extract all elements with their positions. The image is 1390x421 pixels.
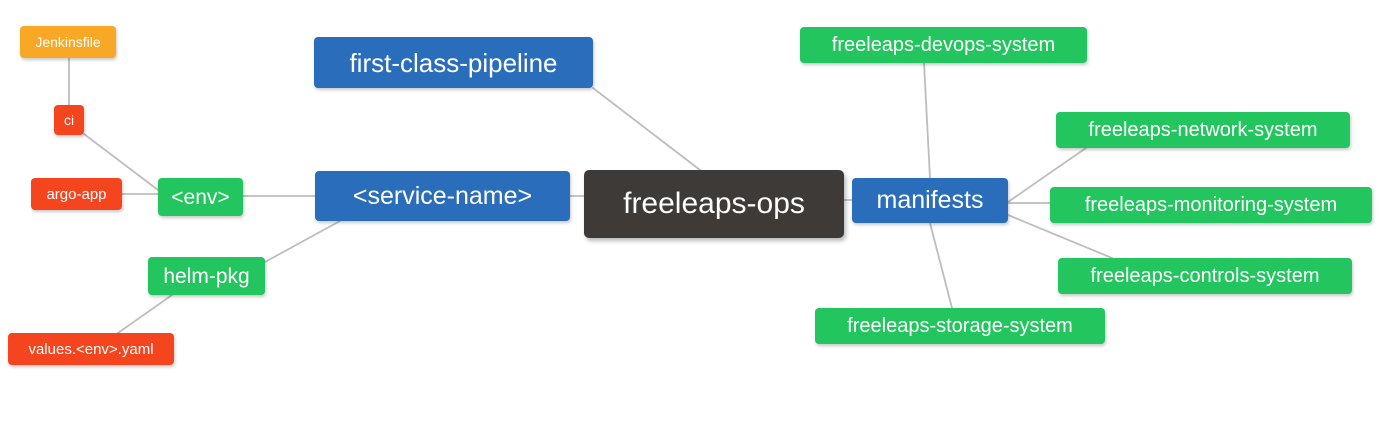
node-argo-app[interactable]: argo-app — [31, 178, 122, 210]
node-freeleaps-ops[interactable]: freeleaps-ops — [584, 170, 844, 238]
node-manifests[interactable]: manifests — [852, 178, 1008, 223]
node-service-name[interactable]: <service-name> — [315, 171, 570, 221]
node-jenkinsfile[interactable]: Jenkinsfile — [20, 26, 116, 58]
node-freeleaps-network-system[interactable]: freeleaps-network-system — [1056, 112, 1350, 148]
node-freeleaps-storage-system[interactable]: freeleaps-storage-system — [815, 308, 1105, 344]
node-freeleaps-controls-system[interactable]: freeleaps-controls-system — [1058, 258, 1352, 294]
edge-service-name-to-helm-pkg — [264, 220, 341, 263]
edge-manifests-to-freeleaps-storage-system — [929, 222, 953, 309]
node-values-env-yaml[interactable]: values.<env>.yaml — [8, 333, 174, 365]
edge-helm-pkg-to-values-env-yaml — [117, 294, 173, 334]
node-first-class-pipeline[interactable]: first-class-pipeline — [314, 37, 593, 88]
node-freeleaps-monitoring-system[interactable]: freeleaps-monitoring-system — [1050, 187, 1372, 223]
node-helm-pkg[interactable]: helm-pkg — [148, 257, 265, 295]
node-ci[interactable]: ci — [54, 105, 84, 135]
node-env[interactable]: <env> — [158, 178, 243, 216]
node-freeleaps-devops-system[interactable]: freeleaps-devops-system — [800, 27, 1087, 63]
edge-freeleaps-ops-to-first-class-pipeline — [592, 87, 701, 171]
edge-manifests-to-freeleaps-devops-system — [923, 62, 931, 179]
